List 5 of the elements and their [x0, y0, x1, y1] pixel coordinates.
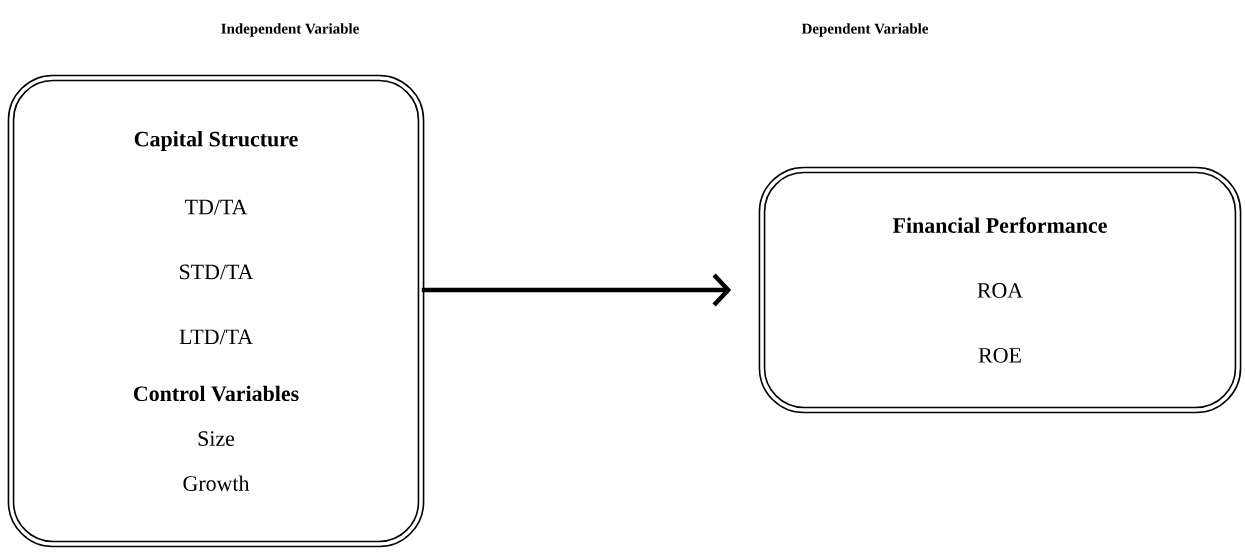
heading: Independent Variable: [221, 23, 359, 37]
variable-box: Financial Performance ROA ROE: [758, 166, 1242, 414]
variable-box: Capital Structure TD/TA STD/TA LTD/TA Control Variables Size Growth: [7, 74, 425, 548]
arrow: [421, 273, 732, 307]
heading: Dependent Variable: [801, 23, 929, 37]
